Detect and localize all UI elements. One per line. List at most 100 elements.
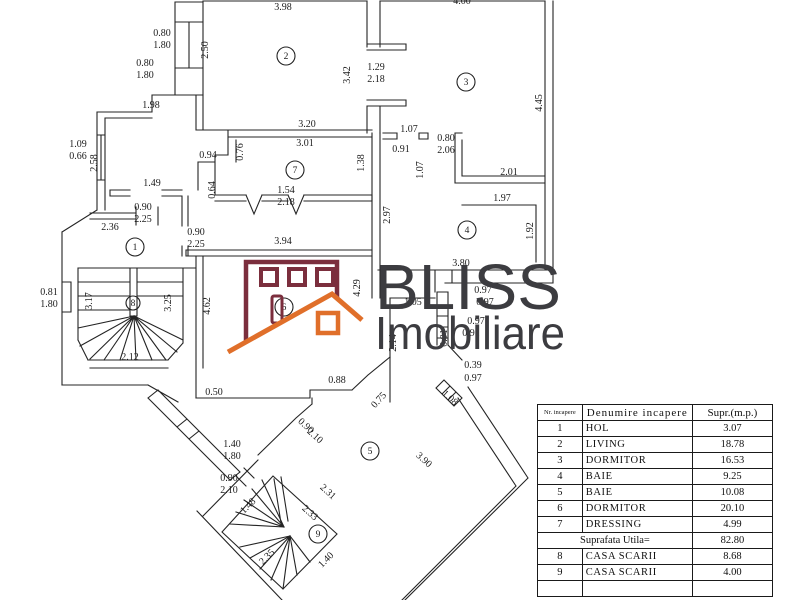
- room-area-cell: 4.00: [691, 564, 774, 581]
- dimension-label: 3.94: [274, 236, 292, 247]
- room-area-cell: 8.68: [691, 548, 774, 565]
- dimension-label: 0.80: [136, 58, 154, 69]
- dimension-label: 1.29: [367, 62, 385, 73]
- dimension-label: 2.18: [367, 74, 385, 85]
- room-number-cell: 5: [537, 484, 583, 501]
- dimension-label: 0.94: [199, 150, 217, 161]
- room-number-cell: 2: [537, 436, 583, 453]
- dimension-label: 0.97: [476, 297, 494, 308]
- logo-word-bliss: BLISS: [375, 251, 561, 323]
- room-number-markers: 1 2 3 4 5 6 7 8 9: [125, 46, 477, 544]
- dimension-label: 0.97: [467, 316, 485, 327]
- dimension-label: 2.50: [200, 41, 211, 59]
- dimension-label: 0.80: [437, 133, 455, 144]
- room-marker: 4: [457, 220, 477, 240]
- svg-text:9: 9: [316, 530, 321, 540]
- dimension-label: 2.33: [299, 503, 319, 523]
- dimension-label: 0.91: [462, 328, 480, 339]
- room-marker: 8: [125, 295, 141, 311]
- room-area-cell: 10.08: [691, 484, 774, 501]
- dimension-label: 2.36: [101, 222, 119, 233]
- dimension-label: 0.50: [205, 387, 223, 398]
- room-marker: 1: [125, 237, 145, 257]
- dimension-label: 0.97: [464, 373, 482, 384]
- total-label: Suprafata Utila=: [537, 532, 693, 549]
- room-name-cell: DRESSING: [581, 516, 693, 533]
- dimension-label: 0.90: [220, 473, 238, 484]
- dimension-label: 0.81: [40, 287, 58, 298]
- area-table: Nr. incapere Denumire incapere Supr.(m.p…: [537, 404, 774, 597]
- svg-text:2: 2: [284, 52, 289, 62]
- dimension-label: 3.90: [413, 450, 433, 470]
- dimension-label: 4.29: [352, 279, 363, 297]
- dimension-label: 1.98: [142, 100, 160, 111]
- dimension-label: 3.20: [298, 119, 316, 130]
- room-area-cell: [691, 580, 774, 597]
- svg-text:1: 1: [133, 243, 138, 253]
- dimension-label: 2.31: [317, 482, 337, 502]
- room-area-cell: 9.25: [691, 468, 774, 485]
- dimension-label: 1.80: [223, 451, 241, 462]
- total-value: 82.80: [691, 532, 774, 549]
- svg-text:7: 7: [293, 166, 298, 176]
- header-denumire-incapere: Denumire incapere: [581, 404, 693, 421]
- room-name-cell: CASA SCARII: [581, 548, 693, 565]
- room-marker: 9: [308, 524, 328, 544]
- room-name-cell: BAIE: [581, 484, 693, 501]
- room-number-cell: 3: [537, 452, 583, 469]
- dimension-label: 1.49: [143, 178, 161, 189]
- room-area-cell: 20.10: [691, 500, 774, 517]
- svg-text:3: 3: [464, 78, 469, 88]
- dimension-label: 1.80: [153, 40, 171, 51]
- dimension-label: 3.17: [84, 292, 95, 310]
- room-area-cell: 16.53: [691, 452, 774, 469]
- svg-text:8: 8: [131, 299, 136, 309]
- dimension-label: 4.45: [534, 94, 545, 112]
- dimension-label: 1.54: [277, 185, 295, 196]
- room-name-cell: CASA SCARII: [581, 564, 693, 581]
- dimension-label: 0.91: [392, 144, 410, 155]
- room-area-cell: 4.99: [691, 516, 774, 533]
- room-area-cell: 3.07: [691, 420, 774, 437]
- dimension-label: 4.00: [453, 0, 471, 7]
- room-number-cell: 9: [537, 564, 583, 581]
- dimension-label: 0.75: [369, 390, 389, 410]
- room-marker: 7: [285, 160, 305, 180]
- dimension-label: 1.92: [525, 222, 536, 240]
- dimension-label: 2.35: [257, 547, 277, 567]
- room-area-cell: 18.78: [691, 436, 774, 453]
- dimension-label: 2.06: [437, 145, 455, 156]
- dimension-label: 1.08: [439, 388, 459, 408]
- logo-roof-icon: [226, 290, 364, 355]
- dimension-label: 0.97: [474, 285, 492, 296]
- svg-text:5: 5: [368, 447, 373, 457]
- dimension-label: 2.12: [121, 352, 139, 363]
- room-name-cell: DORMITOR: [581, 500, 693, 517]
- dimension-label: 3.01: [296, 138, 314, 149]
- room-number-cell: 4: [537, 468, 583, 485]
- room-marker: 5: [360, 441, 380, 461]
- dimension-label: 2.01: [500, 167, 518, 178]
- dimension-label: 2.97: [382, 206, 393, 224]
- room-name-cell: LIVING: [581, 436, 693, 453]
- room-marker: 2: [276, 46, 296, 66]
- room-marker: 6: [274, 297, 294, 317]
- dimension-label: 1.40: [223, 439, 241, 450]
- dimension-label: 2.25: [187, 239, 205, 250]
- room-number-cell: 1: [537, 420, 583, 437]
- room-number-cell: 7: [537, 516, 583, 533]
- room-name-cell: [581, 580, 693, 597]
- dimension-label: 1.38: [356, 154, 367, 172]
- dimension-label: 0.88: [328, 375, 346, 386]
- dimension-label: 0.91: [439, 329, 450, 347]
- dimension-label: 2.18: [277, 197, 295, 208]
